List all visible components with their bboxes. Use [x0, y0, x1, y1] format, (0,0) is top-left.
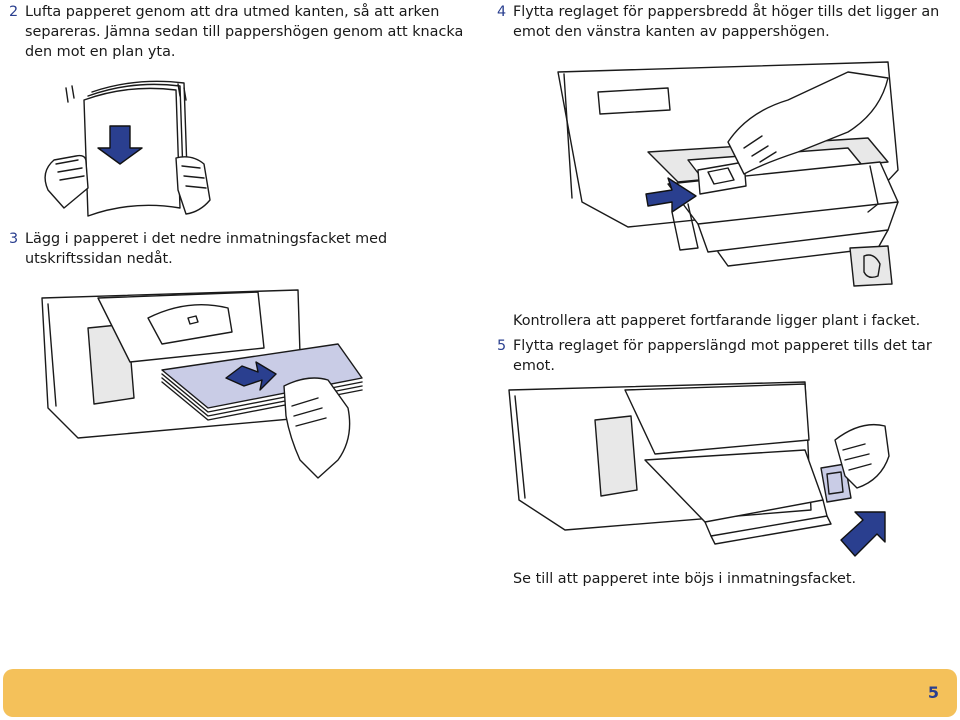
illustration-length-guide — [505, 380, 915, 560]
step-number: 4 — [497, 4, 507, 20]
step-text: Flytta reglaget för pappersbredd åt höge… — [513, 4, 940, 40]
illustration-width-guide — [548, 52, 948, 294]
up-arrow-icon — [225, 361, 277, 391]
caption-check-flat: Kontrollera att papperet fortfarande lig… — [513, 313, 921, 329]
step-text: Lufta papperet genom att dra utmed kante… — [25, 4, 464, 60]
step-number: 3 — [9, 231, 19, 247]
illustration-load-paper — [38, 288, 418, 483]
step-number: 5 — [497, 338, 507, 354]
right-arrow-icon — [645, 177, 697, 213]
page-number: 5 — [927, 683, 939, 702]
step-text: Lägg i papperet i det nedre inmatningsfa… — [25, 231, 388, 267]
step-text: Flytta reglaget för papperslängd mot pap… — [513, 338, 932, 374]
down-arrow-icon — [97, 125, 143, 165]
step-4: 4 Flytta reglaget för pappersbredd åt hö… — [497, 2, 957, 42]
step-2: 2 Lufta papperet genom att dra utmed kan… — [9, 2, 479, 62]
step-number: 2 — [9, 4, 19, 20]
step-3: 3 Lägg i papperet i det nedre inmatnings… — [9, 229, 479, 269]
illustration-fan-paper — [28, 80, 248, 225]
footer-bar: 5 — [3, 669, 957, 717]
step-5: 5 Flytta reglaget för papperslängd mot p… — [497, 336, 957, 376]
caption-no-bend: Se till att papperet inte böjs i inmatni… — [513, 571, 857, 587]
up-left-arrow-icon — [840, 511, 886, 557]
